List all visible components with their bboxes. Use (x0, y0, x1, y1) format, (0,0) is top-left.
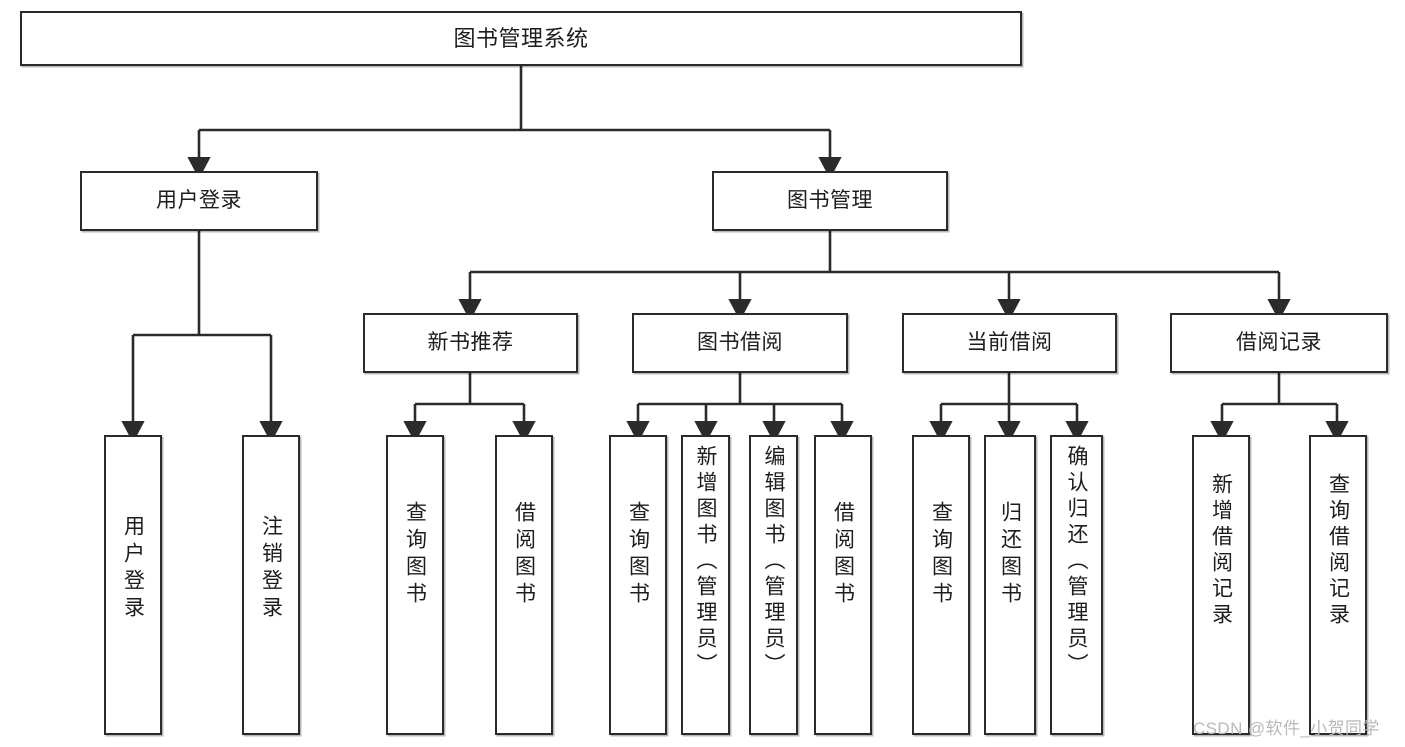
node-leaf-query-book-3[interactable]: 查询图书 (912, 435, 970, 735)
node-current-borrow-label: 当前借阅 (966, 330, 1053, 354)
node-user-login[interactable]: 用户登录 (80, 171, 318, 231)
node-leaf-query-book-2[interactable]: 查询图书 (609, 435, 667, 735)
node-leaf-query-book-3-label: 查询图书 (929, 501, 953, 609)
node-leaf-edit-book[interactable]: 编辑图书（管理员） (749, 435, 798, 735)
node-leaf-borrow-book-2-label: 借阅图书 (831, 501, 855, 609)
node-root[interactable]: 图书管理系统 (20, 11, 1022, 66)
node-leaf-query-record-label: 查询借阅记录 (1326, 473, 1350, 629)
node-leaf-add-book[interactable]: 新增图书（管理员） (681, 435, 730, 735)
node-leaf-edit-book-label: 编辑图书（管理员） (762, 445, 785, 679)
node-leaf-confirm-return[interactable]: 确认归还（管理员） (1050, 435, 1103, 735)
node-leaf-borrow-book-1[interactable]: 借阅图书 (495, 435, 553, 735)
node-borrow-record[interactable]: 借阅记录 (1170, 313, 1388, 373)
node-leaf-user-login-label: 用户登录 (121, 515, 145, 623)
node-leaf-query-book-2-label: 查询图书 (626, 501, 650, 609)
node-leaf-query-record[interactable]: 查询借阅记录 (1309, 435, 1367, 735)
node-leaf-borrow-book-2[interactable]: 借阅图书 (814, 435, 872, 735)
node-user-login-label: 用户登录 (156, 188, 242, 212)
node-new-book-recommend-label: 新书推荐 (427, 330, 514, 354)
node-leaf-logout-login-label: 注销登录 (259, 515, 283, 623)
node-root-label: 图书管理系统 (453, 25, 589, 51)
node-current-borrow[interactable]: 当前借阅 (902, 313, 1117, 373)
node-book-borrow-label: 图书借阅 (697, 330, 783, 354)
node-new-book-recommend[interactable]: 新书推荐 (363, 313, 578, 373)
node-leaf-confirm-return-label: 确认归还（管理员） (1065, 445, 1088, 679)
node-book-management[interactable]: 图书管理 (712, 171, 948, 231)
csdn-watermark: CSDN @软件_小贺同学 (1193, 719, 1380, 738)
node-leaf-borrow-book-1-label: 借阅图书 (512, 501, 536, 609)
node-leaf-query-book-1-label: 查询图书 (403, 501, 427, 609)
node-leaf-user-login[interactable]: 用户登录 (104, 435, 162, 735)
node-book-borrow[interactable]: 图书借阅 (632, 313, 848, 373)
node-leaf-return-book[interactable]: 归还图书 (984, 435, 1036, 735)
node-leaf-add-record-label: 新增借阅记录 (1209, 473, 1233, 629)
node-leaf-add-book-label: 新增图书（管理员） (694, 445, 717, 679)
node-borrow-record-label: 借阅记录 (1236, 330, 1322, 354)
node-book-management-label: 图书管理 (787, 188, 873, 212)
node-leaf-add-record[interactable]: 新增借阅记录 (1192, 435, 1250, 735)
node-leaf-return-book-label: 归还图书 (998, 501, 1022, 609)
node-leaf-logout-login[interactable]: 注销登录 (242, 435, 300, 735)
node-leaf-query-book-1[interactable]: 查询图书 (386, 435, 444, 735)
